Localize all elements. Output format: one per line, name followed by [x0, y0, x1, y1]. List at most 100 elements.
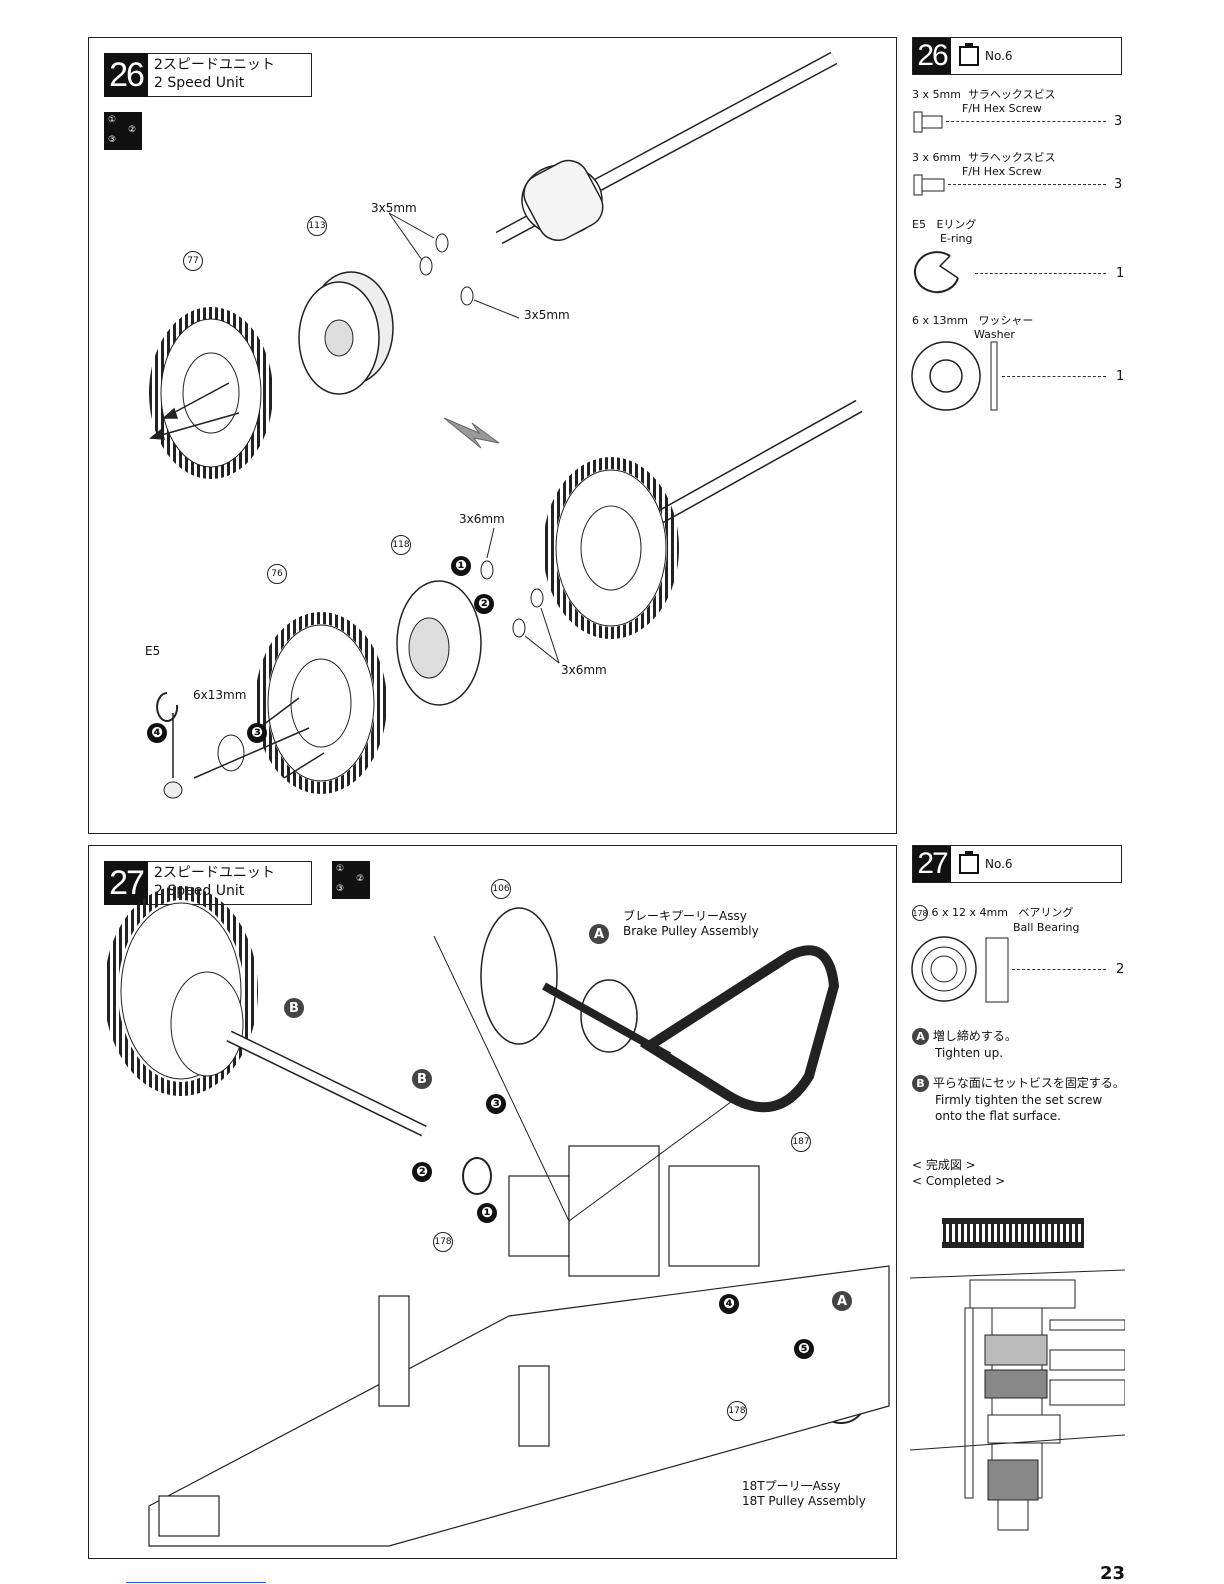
qty-line — [1012, 969, 1106, 970]
step27-number: 27 — [104, 861, 148, 905]
qty-6x13: 1 — [1116, 369, 1125, 384]
step27-illustration — [104, 886, 890, 1547]
side27-header: 27 No.6 — [912, 845, 1122, 883]
side26-header: 26 No.6 — [912, 37, 1122, 75]
part-ref-187: 187 — [791, 1132, 811, 1152]
side26-number: 26 — [913, 38, 951, 74]
sequence-icon: ① ② ③ — [332, 861, 370, 899]
mark-a-bottom: A — [832, 1291, 852, 1311]
gear-76 — [255, 612, 387, 794]
mark-b-shaft: B — [412, 1069, 432, 1089]
belt-187 — [639, 945, 840, 1113]
screw-icon — [913, 111, 943, 133]
hw-3x5-screw: 3 x 5mm サラヘックスビス F/H Hex Screw — [912, 88, 1056, 115]
hw-6x13-washer: 6 x 13mm ワッシャー Washer — [912, 314, 1034, 341]
part-ref-77: 77 — [183, 251, 203, 271]
ering-icon — [914, 251, 959, 294]
upper-screws — [388, 212, 520, 319]
qty-e5: 1 — [1116, 266, 1125, 281]
brake-disc-106 — [480, 907, 558, 1045]
label-screw-3x6-bottom: 3x6mm — [561, 663, 607, 677]
label-brake-pulley-jp: ブレーキプーリーAssy — [623, 909, 747, 923]
drum-113 — [298, 271, 394, 395]
part-ref-118: 118 — [391, 535, 411, 555]
step26-title-en: 2 Speed Unit — [154, 75, 245, 91]
sequence-icon: ① ② ③ — [104, 112, 142, 150]
bag-icon — [959, 851, 979, 874]
qty-line — [948, 184, 1106, 185]
side27-bag: No.6 — [951, 846, 1013, 882]
gear-76-arrows — [193, 697, 325, 779]
mark-a: A — [912, 1028, 929, 1045]
step-marker-1: ❶ — [477, 1203, 497, 1223]
note-a: A 増し締めする。 Tighten up. — [912, 1028, 1132, 1061]
belt-route-outline — [433, 935, 740, 1222]
hw-e5-ering: E5 Eリング E-ring — [912, 218, 977, 245]
qty-line — [975, 273, 1106, 274]
step-marker-3: ❸ — [247, 723, 267, 743]
mark-b: B — [912, 1075, 929, 1092]
qty-line — [1002, 376, 1106, 377]
completed-caption: < 完成図 > < Completed > — [912, 1158, 1006, 1188]
part-ref-178-left: 178 — [433, 1232, 453, 1252]
lower-screws — [480, 527, 560, 664]
gear-stack — [104, 886, 258, 1096]
step26-number: 26 — [104, 53, 148, 97]
mark-b-gear: B — [284, 998, 304, 1018]
step-marker-4: ❹ — [147, 723, 167, 743]
step26-title: 2スピードユニット 2 Speed Unit — [148, 53, 312, 97]
footer-rule — [126, 1582, 266, 1583]
step27-panel: 27 2スピードユニット 2 Speed Unit ① ② ③ — [88, 845, 897, 1559]
step-marker-1: ❶ — [451, 556, 471, 576]
label-washer-6x13: 6x13mm — [193, 688, 247, 702]
chassis — [148, 1145, 890, 1547]
label-ering-e5: E5 — [145, 644, 161, 658]
qty-line — [946, 121, 1106, 122]
bearing-ref: 178 — [912, 905, 928, 921]
hw-3x6-screw: 3 x 6mm サラヘックスビス F/H Hex Screw — [912, 151, 1056, 178]
completed-view — [910, 1218, 1125, 1531]
washer-6x13 — [217, 734, 245, 772]
shaft-end — [163, 781, 183, 799]
hub-118 — [396, 580, 482, 706]
part-ref-106: 106 — [491, 879, 511, 899]
label-18t-pulley-en: 18T Pulley Assembly — [742, 1494, 866, 1508]
part-ref-178-right: 178 — [727, 1401, 747, 1421]
side27-number: 27 — [913, 846, 951, 882]
note-b: B 平らな面にセットビスを固定する。 Firmly tighten the se… — [912, 1075, 1132, 1124]
step-marker-2: ❷ — [412, 1162, 432, 1182]
side27-bag-label: No.6 — [985, 857, 1013, 871]
label-screw-3x5-right: 3x5mm — [524, 308, 570, 322]
step26-title-jp: 2スピードユニット — [154, 57, 275, 73]
label-screw-3x5-top: 3x5mm — [371, 201, 417, 215]
qty-3x6: 3 — [1114, 177, 1123, 192]
step26-panel: 26 2スピードユニット 2 Speed Unit ① ② ③ — [88, 37, 897, 834]
step27-title-jp: 2スピードユニット — [154, 865, 275, 881]
bag-icon — [959, 43, 979, 66]
part-ref-76: 76 — [267, 564, 287, 584]
screw-icon — [913, 174, 945, 196]
assembled-gear — [543, 457, 679, 639]
step-marker-3: ❸ — [486, 1094, 506, 1114]
ering-e5 — [156, 692, 179, 722]
next-arrow — [443, 417, 500, 449]
qty-3x5: 3 — [1114, 114, 1123, 129]
bearing-178-left — [462, 1157, 492, 1195]
gear-77-arrows — [149, 382, 240, 440]
hw-ball-bearing: 178 6 x 12 x 4mm ベアリング Ball Bearing — [912, 905, 1080, 934]
label-brake-pulley-en: Brake Pulley Assembly — [623, 924, 759, 938]
washer-icon — [911, 341, 998, 411]
step26-header: 26 2スピードユニット 2 Speed Unit — [104, 53, 312, 97]
mark-a-top: A — [589, 924, 609, 944]
qty-bearing: 2 — [1116, 962, 1125, 977]
bearing-icon — [911, 936, 1009, 1003]
part-ref-113: 113 — [307, 216, 327, 236]
upper-shaft — [495, 51, 838, 245]
page-number: 23 — [1100, 1563, 1126, 1584]
step-marker-4: ❹ — [719, 1294, 739, 1314]
label-screw-3x6-top: 3x6mm — [459, 512, 505, 526]
step-marker-2: ❷ — [474, 594, 494, 614]
step26-illustration — [149, 51, 863, 799]
step-marker-5: ❺ — [794, 1339, 814, 1359]
side26-bag-label: No.6 — [985, 49, 1013, 63]
